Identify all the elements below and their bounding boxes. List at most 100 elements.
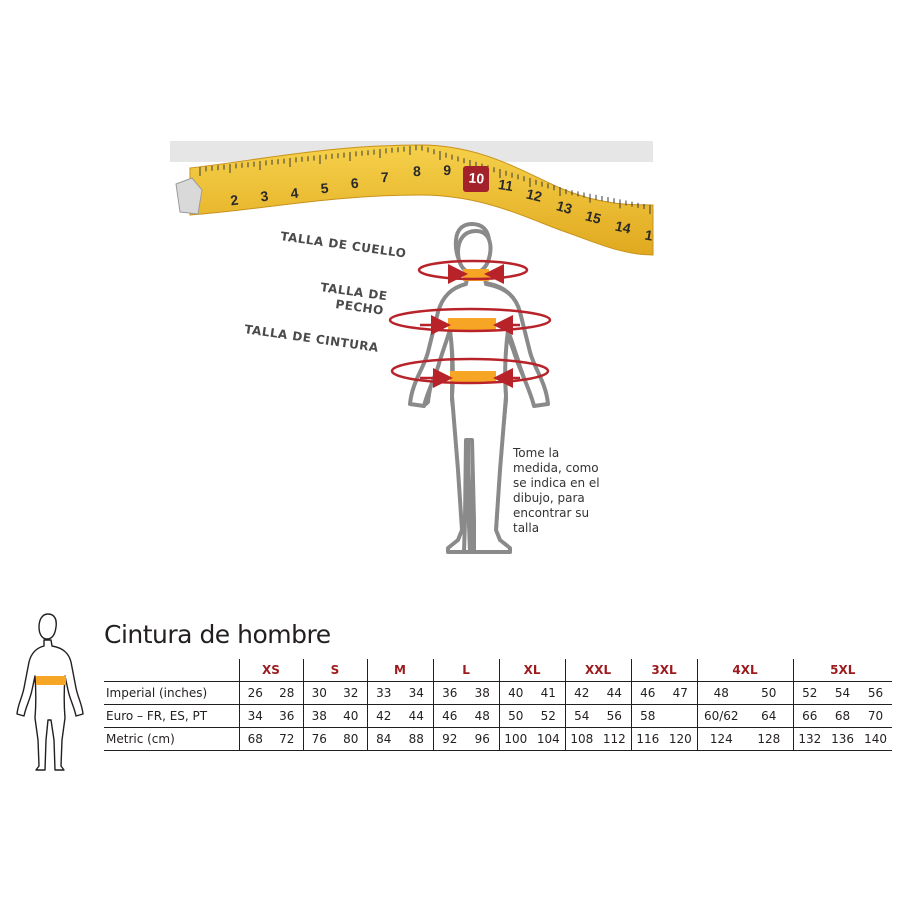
- table-cell: 58: [630, 704, 665, 728]
- tape-hook-icon: [175, 177, 203, 215]
- table-cell: 136: [831, 732, 854, 746]
- table-cell: 28: [279, 686, 295, 700]
- table-cell: 124: [696, 727, 746, 751]
- tape-number: 11: [497, 176, 514, 194]
- tape-number: 10: [468, 169, 485, 186]
- tape-number: 4: [290, 185, 300, 202]
- tape-number: 9: [443, 162, 452, 178]
- table-cell: 36: [279, 709, 295, 723]
- tape-number: 13: [555, 197, 575, 217]
- size-header: M: [366, 659, 434, 682]
- size-header: 3XL: [630, 659, 698, 682]
- waist-band: [450, 371, 496, 383]
- table-row: Euro – FR, ES, PT 34 36 38 40 42 44 46 48 50 52 54 5…: [104, 704, 893, 728]
- tape-number: 14: [614, 218, 633, 237]
- note-line: talla: [513, 521, 540, 535]
- row-label: Imperial (inches): [106, 686, 208, 700]
- table-cell: 26: [238, 681, 271, 705]
- table-cell: 44: [408, 709, 424, 723]
- icon-waist-band: [36, 676, 66, 685]
- table-cell: 54: [834, 686, 851, 700]
- table-cell: 46: [432, 704, 467, 728]
- table-cell: 32: [343, 686, 359, 700]
- table-cell: 108: [564, 727, 599, 751]
- table-cell: 84: [366, 727, 400, 751]
- table-cell: 48: [474, 709, 490, 723]
- tape-number: 15: [584, 207, 603, 227]
- table-cell: 140: [864, 732, 887, 746]
- tape-highlight-box: [463, 166, 489, 192]
- table-cell: 64: [761, 709, 777, 723]
- table-cell: 68: [834, 709, 851, 723]
- tape-number: 8: [413, 163, 421, 179]
- note-line: Tome la: [513, 446, 560, 460]
- table-cell: 38: [474, 686, 490, 700]
- table-cell: 92: [432, 727, 467, 751]
- table-cell: 104: [536, 732, 560, 746]
- size-header: S: [302, 659, 367, 682]
- tape-number: 6: [350, 175, 359, 192]
- table-cell: 33: [366, 681, 400, 705]
- size-header: 4XL: [696, 659, 794, 682]
- table-cell: 36: [432, 681, 467, 705]
- table-cell: 60/62: [696, 704, 746, 728]
- size-header: XXL: [564, 659, 632, 682]
- chest-band: [448, 318, 496, 330]
- table-cell: 40: [498, 681, 533, 705]
- table-cell: 52: [540, 709, 556, 723]
- table-cell: 42: [366, 704, 400, 728]
- table-cell: 56: [867, 686, 884, 700]
- table-cell: 54: [564, 704, 599, 728]
- table-cell: 76: [302, 727, 335, 751]
- table-cell: 41: [540, 686, 556, 700]
- table-cell: 116: [630, 727, 665, 751]
- note-line: encontrar su: [513, 506, 590, 520]
- waist-measure-label: TALLA DE CINTURA: [244, 322, 380, 355]
- table-cell: 38: [302, 704, 335, 728]
- row-label: Metric (cm): [106, 732, 175, 746]
- table-cell: 47: [672, 686, 688, 700]
- table-cell: 34: [408, 686, 424, 700]
- table-cell: 80: [343, 732, 359, 746]
- table-cell: 50: [761, 686, 777, 700]
- table-cell: 34: [238, 704, 271, 728]
- table-cell: 44: [606, 686, 622, 700]
- header-blank: [104, 659, 239, 682]
- tape-number: 2: [229, 192, 239, 209]
- table-cell: 50: [498, 704, 533, 728]
- table-cell: 100: [498, 727, 533, 751]
- note-line: dibujo, para: [513, 491, 585, 505]
- tape-number: 3: [260, 188, 270, 205]
- row-label: Euro – FR, ES, PT: [106, 709, 208, 723]
- table-cell: 128: [757, 732, 781, 746]
- table-cell: 132: [792, 727, 827, 751]
- neck-measure-label: TALLA DE CUELLO: [280, 229, 408, 261]
- table-cell: 96: [474, 732, 490, 746]
- size-header: L: [432, 659, 500, 682]
- table-cell: 56: [606, 709, 622, 723]
- table-cell: 68: [238, 727, 271, 751]
- table-cell: 72: [279, 732, 295, 746]
- table-cell: 42: [564, 681, 599, 705]
- table-cell: 66: [792, 704, 827, 728]
- table-cell: [664, 705, 697, 728]
- chest-measure-label-line2: PECHO: [335, 297, 385, 318]
- table-cell: 88: [408, 732, 424, 746]
- measure-arrows: [388, 259, 552, 388]
- table-cell: 52: [792, 681, 827, 705]
- table-cell: 46: [630, 681, 665, 705]
- table-cell: 70: [867, 709, 884, 723]
- note-line: se indica en el: [513, 476, 600, 490]
- waist-figure-icon: [16, 613, 84, 771]
- size-header: XL: [498, 659, 566, 682]
- table-cell: 120: [668, 732, 692, 746]
- table-cell: 40: [343, 709, 359, 723]
- note-line: medida, como: [513, 461, 599, 475]
- table-cell: 112: [602, 732, 626, 746]
- tape-number: 1: [644, 227, 655, 244]
